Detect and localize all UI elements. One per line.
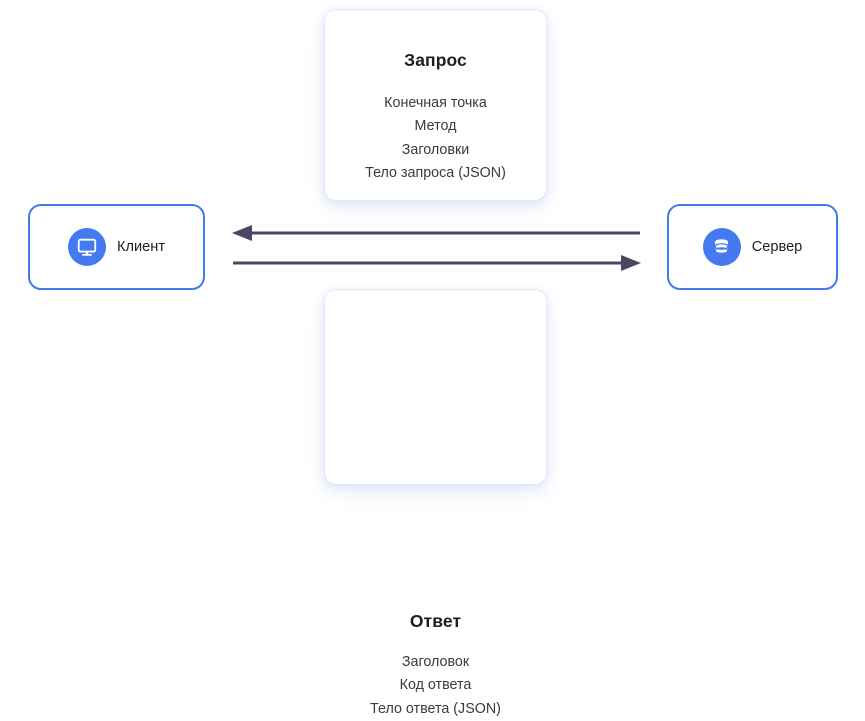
request-detail-method: Метод bbox=[414, 118, 457, 135]
request-card-title: Запрос bbox=[404, 50, 467, 70]
request-detail-headers: Заголовки bbox=[401, 141, 470, 158]
database-icon bbox=[702, 228, 741, 266]
response-detail-body: Тело ответа (JSON) bbox=[370, 700, 501, 717]
request-detail-endpoint: Конечная точка bbox=[384, 95, 487, 111]
request-card-details: Конечная точка Метод Заголовки Тело запр… bbox=[325, 92, 546, 186]
monitor-icon bbox=[67, 228, 106, 266]
client-node[interactable]: Клиент bbox=[28, 204, 205, 290]
diagram-canvas: Запрос Конечная точка Метод Заголовки Те… bbox=[28, 10, 838, 717]
request-card: Запрос Конечная точка Метод Заголовки Те… bbox=[325, 10, 546, 200]
response-detail-header: Заголовок bbox=[401, 654, 470, 670]
client-node-label: Клиент bbox=[116, 239, 166, 255]
response-card-details: Заголовок Код ответа Тело ответа (JSON) bbox=[325, 651, 546, 721]
server-node[interactable]: Сервер bbox=[667, 204, 838, 290]
client-node-content: Клиент bbox=[67, 228, 166, 266]
server-node-content: Сервер bbox=[702, 228, 803, 266]
server-node-label: Сервер bbox=[751, 239, 803, 255]
response-card: Ответ Заголовок Код ответа Тело ответа (… bbox=[325, 290, 546, 717]
response-detail-status-code: Код ответа bbox=[399, 677, 472, 694]
request-detail-body: Тело запроса (JSON) bbox=[365, 165, 506, 182]
response-card-title: Ответ bbox=[409, 611, 462, 631]
arrow-server-to-client bbox=[232, 225, 640, 241]
arrow-client-to-server bbox=[233, 255, 641, 271]
